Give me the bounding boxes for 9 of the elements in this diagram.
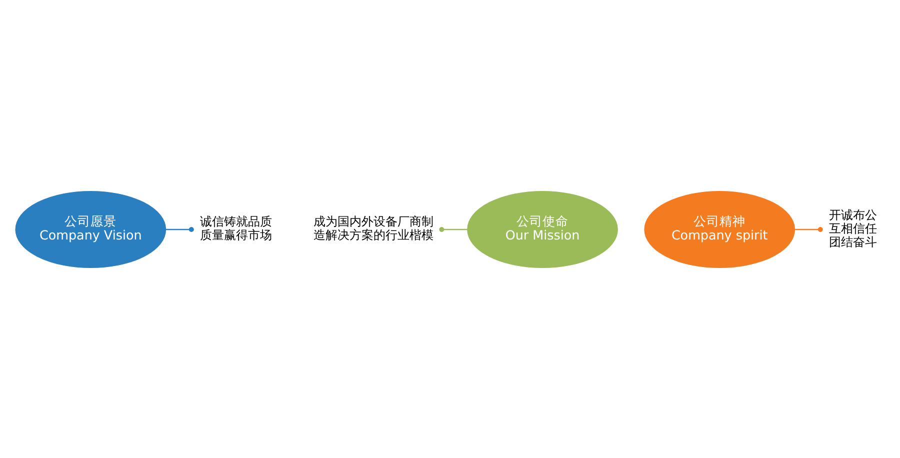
connector [439,226,468,232]
connector [794,226,823,232]
node-ellipse: 公司使命 Our Mission [467,190,618,268]
node-text: 开诚布公互相信任团结奋斗 [829,207,878,248]
connector [165,226,194,232]
node-text: 成为国内外设备厂商制造解决方案的行业楷模 [313,214,434,242]
node-ellipse: 公司精神 Company spirit [644,190,796,268]
node-text: 诚信铸就品质质量赢得市场 [200,214,272,242]
node-ellipse: 公司愿景 Company Vision [15,190,166,268]
